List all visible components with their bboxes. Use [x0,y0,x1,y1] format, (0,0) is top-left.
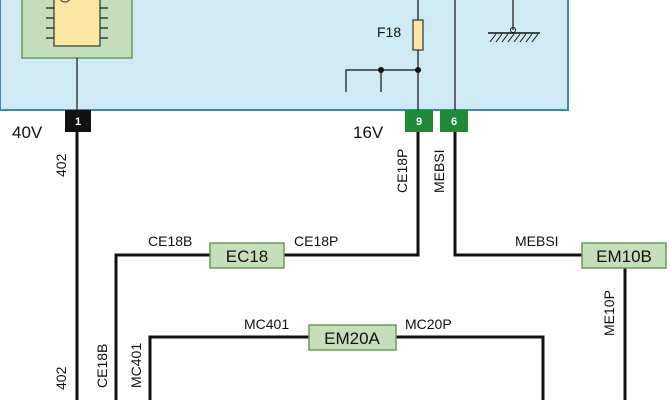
svg-text:EM10B: EM10B [596,247,652,266]
connector-em20a: EM20A [308,324,397,351]
label-mc20p-h: MC20P [405,316,452,332]
label-ce18p-v: CE18P [394,149,410,193]
wire-mc20p [396,335,545,400]
wire-ce18p [284,132,420,257]
wire-mc401 [148,335,309,400]
label-ce18b-h: CE18B [148,233,192,249]
svg-text:6: 6 [451,116,457,128]
svg-text:9: 9 [416,116,422,128]
label-ce18b-v: CE18B [94,344,110,388]
pin-1: 1 [65,110,91,132]
svg-text:EC18: EC18 [226,247,269,266]
label-mebsi-v: MEBSI [431,149,447,193]
fuse-label: F18 [377,24,401,40]
pin-9: 9 [405,110,433,132]
svg-text:1: 1 [75,116,81,128]
label-ce18p-h: CE18P [294,233,338,249]
fuse-f18: F18 [377,0,424,110]
chip-icon [46,0,108,47]
voltage-label-40v: 40V [12,123,43,142]
label-402-top: 402 [53,153,69,177]
connector-ec18: EC18 [209,242,285,269]
ground-icon [488,0,540,43]
voltage-label-16v: 16V [353,123,384,142]
pin-6: 6 [440,110,468,132]
label-me10p-v: ME10P [601,290,617,336]
label-mc401-h: MC401 [244,316,289,332]
chip-module [21,0,133,59]
label-mc401-v: MC401 [128,343,144,388]
connector-em10b: EM10B [581,242,667,269]
wire-mebsi [453,132,582,257]
fuse-icon [412,19,424,51]
label-402-bottom: 402 [53,366,69,390]
wire-ce18b [114,253,210,400]
svg-text:EM20A: EM20A [324,329,380,348]
label-mebsi-h: MEBSI [515,233,559,249]
internal-branch [345,67,421,92]
